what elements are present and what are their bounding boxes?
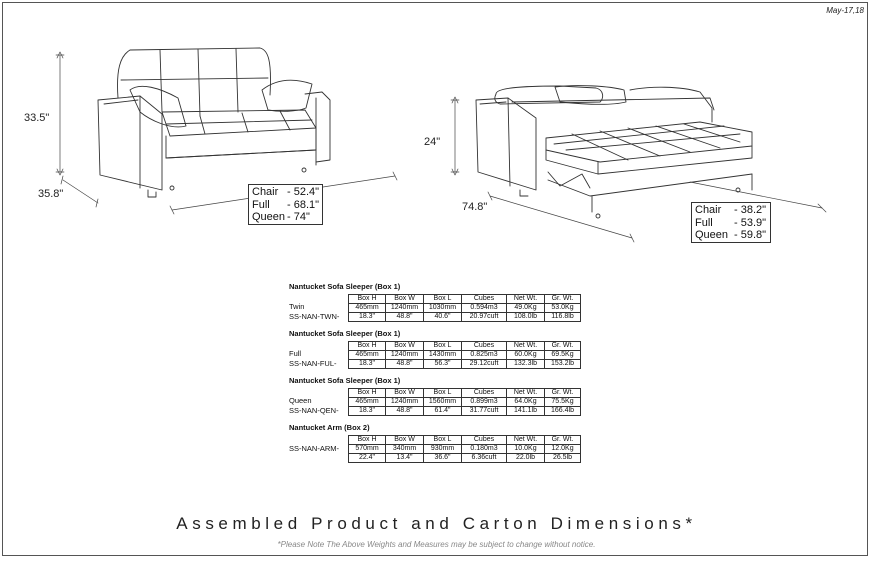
width-row-queen: Queen- 74" <box>252 211 310 223</box>
carton-block-full: Nantucket Sofa Sleeper (Box 1) Full SS-N… <box>289 329 581 369</box>
left-width-list: Chair- 52.4" Full- 68.1" Queen- 74" <box>248 184 323 225</box>
width-row-full: Full- 68.1" <box>252 198 320 211</box>
block-title: Nantucket Sofa Sleeper (Box 1) <box>289 376 401 385</box>
block-title: Nantucket Arm (Box 2) <box>289 423 370 432</box>
carton-block-queen: Nantucket Sofa Sleeper (Box 1) Queen SS-… <box>289 376 581 416</box>
size-label: Queen <box>289 396 312 405</box>
block-title: Nantucket Sofa Sleeper (Box 1) <box>289 282 401 291</box>
size-label: Full <box>289 349 302 358</box>
page-heading: Assembled Product and Carton Dimensions* <box>176 514 697 533</box>
sku-label: SS-NAN-QEN- <box>289 405 339 415</box>
sku-label: SS-NAN-FUL- <box>289 358 337 368</box>
left-height-label: 33.5" <box>24 112 50 124</box>
width-row-queen: Queen- 59.8" <box>695 229 767 241</box>
sofa-assembled-drawing <box>97 47 331 198</box>
block-title: Nantucket Sofa Sleeper (Box 1) <box>289 329 401 338</box>
dimension-lines-right <box>450 96 827 243</box>
page-frame <box>2 2 868 556</box>
left-depth-label: 35.8" <box>38 188 64 200</box>
width-row-chair: Chair- 38.2" <box>695 204 767 216</box>
size-label: Twin <box>289 302 305 311</box>
disclaimer-note: *Please Note The Above Weights and Measu… <box>277 540 596 549</box>
sku-label: SS-NAN-TWN- <box>289 311 340 321</box>
right-depth-label: 74.8" <box>462 201 488 213</box>
carton-tables: Nantucket Sofa Sleeper (Box 1) Twin SS-N… <box>289 282 581 470</box>
right-width-list: Chair- 38.2" Full- 53.9" Queen- 59.8" <box>691 202 771 243</box>
sofa-bed-drawing <box>475 85 753 219</box>
right-height-label: 24" <box>424 136 441 148</box>
sku-label: SS-NAN-ARM- <box>289 443 339 453</box>
width-row-full: Full- 53.9" <box>695 216 767 229</box>
revision-date: May-17,18 <box>826 6 864 15</box>
carton-block-twin: Nantucket Sofa Sleeper (Box 1) Twin SS-N… <box>289 282 581 322</box>
width-row-chair: Chair- 52.4" <box>252 186 320 198</box>
